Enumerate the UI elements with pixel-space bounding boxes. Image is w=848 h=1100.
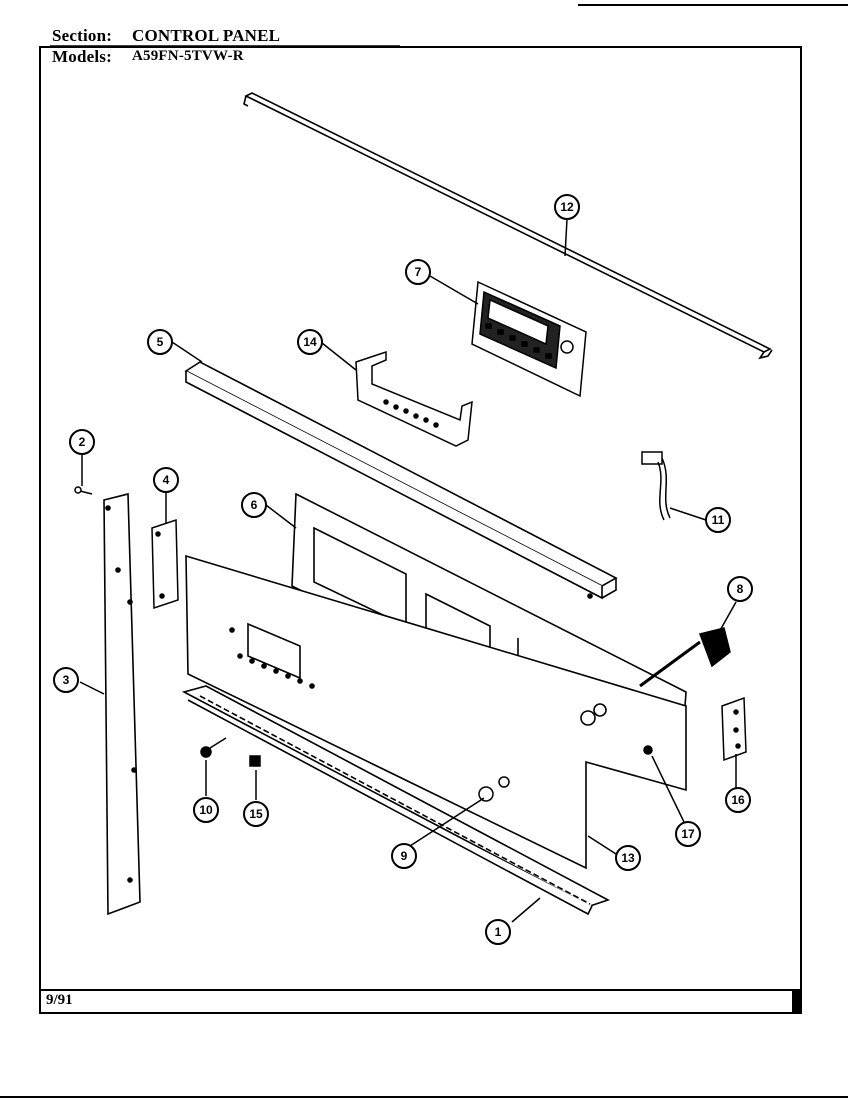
leader-lines (79, 218, 737, 923)
svg-text:13: 13 (621, 851, 635, 865)
callout-17: 17 (675, 821, 701, 847)
callout-3: 3 (53, 667, 79, 693)
part-5-extrusion (184, 361, 618, 600)
callout-4: 4 (153, 467, 179, 493)
diagram-frame (39, 46, 802, 1014)
callout-5: 5 (147, 329, 173, 355)
svg-text:9: 9 (401, 849, 408, 863)
callout-9: 9 (391, 843, 417, 869)
svg-text:4: 4 (163, 473, 170, 487)
callout-8: 8 (727, 576, 753, 602)
callout-13: 13 (615, 845, 641, 871)
callout-15: 15 (243, 801, 269, 827)
part-13-control-panel (185, 554, 687, 870)
svg-text:1: 1 (495, 925, 502, 939)
svg-text:8: 8 (737, 582, 744, 596)
callout-2: 2 (69, 429, 95, 455)
svg-text:15: 15 (249, 807, 263, 821)
svg-text:7: 7 (415, 265, 422, 279)
part-7-clock-module (471, 280, 587, 398)
part-16-mounting-bracket (721, 696, 747, 762)
revision-date: 9/91 (46, 992, 73, 1008)
part-14-bracket (355, 350, 473, 447)
callout-10: 10 (193, 797, 219, 823)
callout-12: 12 (554, 194, 580, 220)
section-label: Section: (52, 26, 113, 45)
svg-text:12: 12 (560, 200, 574, 214)
part-4-plate (151, 518, 179, 610)
svg-text:11: 11 (712, 513, 725, 527)
svg-text:14: 14 (303, 335, 317, 349)
callout-16: 16 (725, 787, 751, 813)
part-3-side-bracket (103, 492, 141, 916)
part-1-trim-bar (181, 685, 611, 916)
part-15-grommet (249, 755, 261, 767)
callout-1: 1 (485, 919, 511, 945)
svg-text:2: 2 (79, 435, 86, 449)
svg-text:3: 3 (63, 673, 70, 687)
callout-6: 6 (241, 492, 267, 518)
part-11-wire-harness (641, 451, 671, 521)
svg-text:16: 16 (731, 793, 745, 807)
callout-7: 7 (405, 259, 431, 285)
svg-text:5: 5 (157, 335, 164, 349)
frame-shadow (792, 990, 802, 1014)
models-label: Models: (52, 47, 112, 66)
part-8-knob (639, 627, 731, 688)
svg-text:6: 6 (251, 498, 258, 512)
svg-text:17: 17 (681, 827, 695, 841)
callout-11: 11 (705, 507, 731, 533)
part-2-screw (74, 486, 93, 495)
part-17-screw (643, 745, 653, 755)
part-12-trim-strip (243, 92, 773, 360)
models-value: A59FN-5TVW-R (132, 48, 244, 64)
svg-text:10: 10 (199, 803, 213, 817)
part-9-bushing (478, 776, 510, 802)
part-10-screw (200, 737, 227, 758)
section-title: CONTROL PANEL (132, 26, 281, 45)
callout-14: 14 (297, 329, 323, 355)
